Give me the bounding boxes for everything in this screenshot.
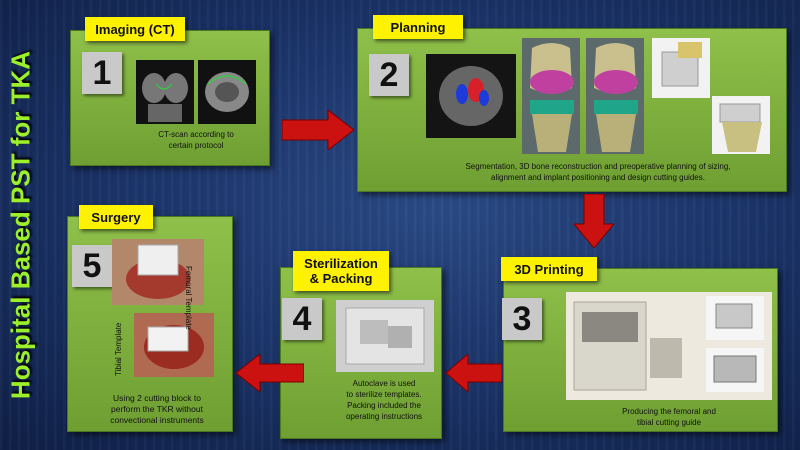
step-5-number: 5 <box>72 245 112 287</box>
step-2-label: Planning <box>373 15 463 39</box>
tibial-template-label: Tibial Template <box>114 322 123 376</box>
step-1-label: Imaging (CT) <box>85 17 185 41</box>
arrow-1-to-2 <box>282 110 354 150</box>
step-5-caption: Using 2 cutting block to perform the TKR… <box>110 393 204 425</box>
step-4-number: 4 <box>282 298 322 340</box>
step-4-label: Sterilization & Packing <box>293 251 389 291</box>
step-1-caption: CT-scan according to certain protocol <box>158 130 234 150</box>
step-2-caption: Segmentation, 3D bone reconstruction and… <box>465 162 731 182</box>
step-2-number: 2 <box>369 54 409 96</box>
step-3-number: 3 <box>502 298 542 340</box>
step-3-caption: Producing the femoral and tibial cutting… <box>622 407 716 427</box>
step-3-label: 3D Printing <box>501 257 597 281</box>
step-5-surgery-image-femoral <box>112 239 204 305</box>
printer-image <box>566 292 772 400</box>
femoral-template-label: Femoral Template <box>184 266 193 330</box>
step-3-printing-images <box>566 292 772 400</box>
step-4-caption: Autoclave is used to sterilize templates… <box>345 379 423 421</box>
step-4-packing-image <box>336 300 434 372</box>
step-2-planning-images <box>426 38 770 154</box>
femoral-surgery-image <box>112 239 204 305</box>
planning-image <box>426 38 770 154</box>
arrow-3-to-4 <box>446 354 502 392</box>
tibial-surgery-image <box>134 313 214 377</box>
step-5-surgery-image-tibial <box>134 313 214 377</box>
step-5-label: Surgery <box>79 205 153 229</box>
arrow-2-to-3 <box>574 194 614 248</box>
sterilized-pack-image <box>336 300 434 372</box>
step-1-ct-images <box>136 60 256 124</box>
page-title: Hospital Based PST for TKA <box>5 50 36 400</box>
vertical-title: Hospital Based PST for TKA <box>0 0 42 450</box>
arrow-4-to-5 <box>236 354 304 392</box>
ct-scan-image <box>136 60 256 124</box>
step-1-number: 1 <box>82 52 122 94</box>
